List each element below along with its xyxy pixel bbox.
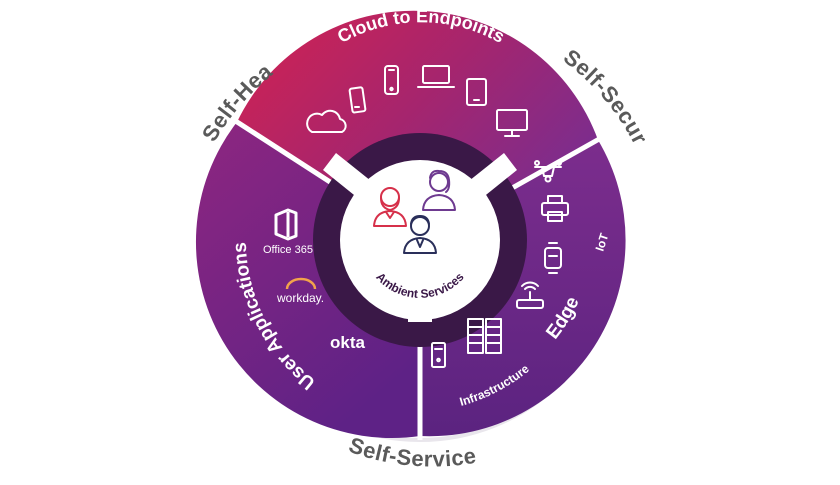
center-hub (323, 153, 517, 322)
office-365-logo: Office 365 (263, 208, 313, 256)
okta-logo: okta (330, 333, 366, 352)
laptop-icon (417, 65, 455, 88)
cloud-icon (306, 109, 347, 133)
iot-label: IoT (593, 231, 612, 253)
person-purple-icon (422, 169, 456, 211)
office-365-text: Office 365 (263, 244, 313, 256)
router-icon (516, 281, 544, 309)
workday-logo: workday. (276, 277, 324, 305)
monitor-icon (496, 109, 528, 137)
smartphone-icon (384, 65, 399, 95)
person-red-icon (373, 187, 407, 227)
printer-icon (541, 195, 569, 222)
server-rack-icon (467, 318, 502, 354)
desktop-tower-icon (431, 342, 446, 368)
workday-text: workday. (276, 291, 324, 305)
person-navy-icon (403, 215, 437, 254)
tablet-icon (466, 78, 487, 106)
tablet-phone-icon (348, 86, 367, 114)
drone-icon (534, 160, 562, 183)
smartwatch-icon (544, 242, 562, 274)
